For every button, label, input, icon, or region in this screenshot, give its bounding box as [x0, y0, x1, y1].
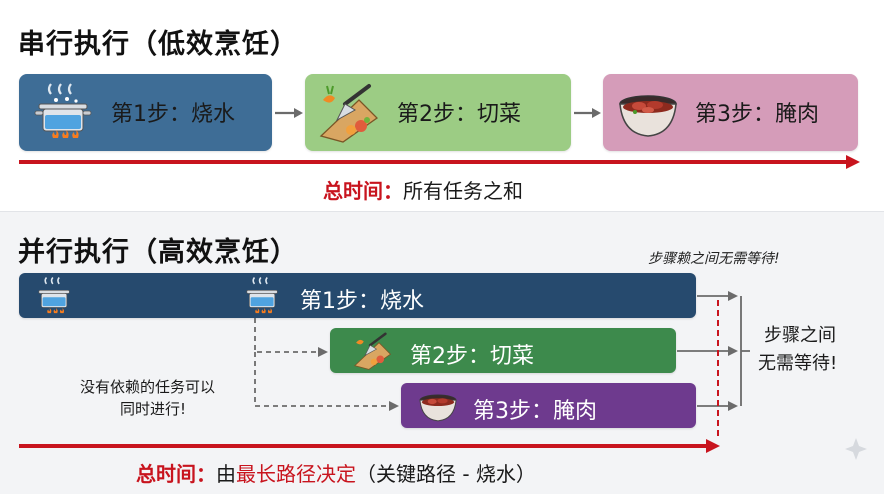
- parallel-step-1-box: 第1步：烧水: [19, 273, 696, 318]
- serial-connectors: [19, 108, 860, 169]
- no-wait-note-top: 步骤赖之间无需等待!: [648, 251, 780, 267]
- parallel-step-3-box: 第3步：腌肉: [401, 383, 696, 428]
- parallel-total-time: 总时间：由最长路径决定（关键路径 - 烧水）: [136, 462, 536, 486]
- parallel-step-2-box: 第2步：切菜: [330, 328, 676, 373]
- meat-bowl-icon: [619, 95, 677, 137]
- boiling-pot-icon: [38, 277, 70, 314]
- serial-step-3-box: 第3步：腌肉: [603, 74, 858, 151]
- boiling-pot-icon: [34, 83, 92, 138]
- no-wait-note-side: 步骤之间 无需等待!: [758, 325, 838, 374]
- serial-title: 串行执行（低效烹饪）: [18, 29, 298, 60]
- serial-step-3-label: 第3步：腌肉: [695, 102, 819, 127]
- serial-step-1-label: 第1步：烧水: [111, 102, 235, 127]
- parallel-title: 并行执行（高效烹饪）: [18, 237, 298, 268]
- section-divider: [0, 211, 884, 212]
- serial-total-time: 总时间：所有任务之和: [323, 179, 523, 203]
- serial-step-2-label: 第2步：切菜: [397, 102, 521, 127]
- parallel-step-2-label: 第2步：切菜: [410, 344, 534, 369]
- boiling-pot-icon: [246, 277, 278, 314]
- cutting-board-icon: [353, 332, 392, 370]
- parallel-step-3-label: 第3步：腌肉: [473, 399, 597, 424]
- no-dependency-note: 没有依赖的任务可以 同时进行!: [80, 378, 216, 418]
- parallel-step-1-label: 第1步：烧水: [300, 289, 424, 314]
- meat-bowl-icon: [419, 394, 457, 422]
- serial-step-2-box: 第2步：切菜: [305, 74, 571, 151]
- cutting-board-icon: [319, 84, 379, 143]
- serial-step-1-box: 第1步：烧水: [19, 74, 272, 151]
